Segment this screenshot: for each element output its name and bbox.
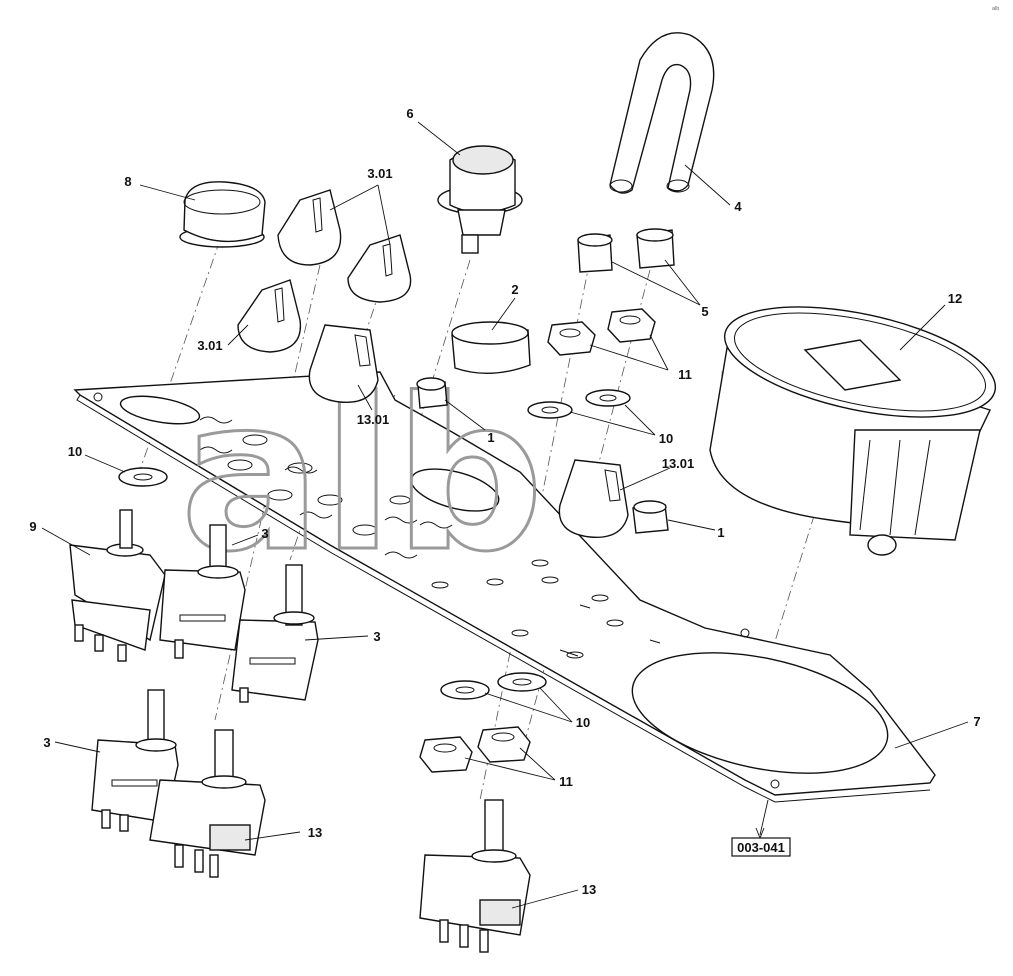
knob-part-8 <box>179 181 266 248</box>
nut-parts-11-top <box>547 308 656 356</box>
callout-3-b: 3 <box>373 629 380 644</box>
watermark: alb TM <box>179 352 770 600</box>
callout-10-left: 10 <box>68 444 82 459</box>
toggle-switch-part-9 <box>69 509 166 662</box>
knob-part-13-01-b <box>558 459 629 539</box>
socket-cutout <box>410 468 500 512</box>
callout-13-bottom: 13 <box>582 882 596 897</box>
callout-1-top: 1 <box>487 430 494 445</box>
callout-10-bottom: 10 <box>576 715 590 730</box>
rocker-switch-part-3-a <box>159 524 246 659</box>
callout-10-top: 10 <box>659 431 673 446</box>
washer-parts-10-bottom <box>440 672 547 700</box>
callout-5: 5 <box>701 304 708 319</box>
cap-part-2 <box>451 321 531 375</box>
callout-1-right: 1 <box>717 525 724 540</box>
washer-part-10-left <box>118 467 168 487</box>
leader-lines <box>41 121 969 909</box>
push-switch-part-13-a <box>149 729 266 878</box>
rotary-knob-part-3-01-c <box>237 279 302 353</box>
callout-labels: 8 3.01 6 4 2 5 12 3.01 13.01 11 1 10 10 … <box>29 106 980 897</box>
rotary-knob-part-3-01-b <box>347 234 412 303</box>
reference-box: 003-041 <box>731 799 791 857</box>
plug-part-1-a <box>416 377 448 409</box>
corner-mark: ᵃˡᵇ <box>992 5 999 14</box>
nut-parts-11-bottom <box>419 726 531 773</box>
gauge-cutout <box>631 652 889 774</box>
callout-13-01-top: 13.01 <box>357 412 390 427</box>
callout-4: 4 <box>734 199 742 214</box>
reference-label: 003-041 <box>737 840 785 855</box>
push-switch-part-13-b <box>419 799 531 953</box>
callout-11-top: 11 <box>678 367 692 382</box>
callout-12: 12 <box>948 291 962 306</box>
washer-parts-10-top <box>527 389 631 419</box>
u-bracket-part-4 <box>609 32 715 194</box>
callout-13-01-mid: 13.01 <box>662 456 695 471</box>
callout-13-left: 13 <box>308 825 322 840</box>
rocker-switch-part-3-b <box>231 564 319 703</box>
gauge-part-12 <box>709 306 997 556</box>
socket-part-6 <box>437 145 523 254</box>
instrument-panel-plate <box>73 371 936 803</box>
callout-7: 7 <box>973 714 980 729</box>
callout-3-01-top: 3.01 <box>367 166 392 181</box>
callout-2: 2 <box>511 282 518 297</box>
callout-3-c: 3 <box>43 735 50 750</box>
callout-9: 9 <box>29 519 36 534</box>
callout-6: 6 <box>406 106 413 121</box>
spacer-parts-5 <box>577 228 675 273</box>
callout-11-bottom: 11 <box>559 774 573 789</box>
callout-3-01-left: 3.01 <box>197 338 222 353</box>
callout-3-a: 3 <box>261 526 268 541</box>
plug-part-1-b <box>632 500 669 534</box>
knob-part-13-01-a <box>308 324 379 404</box>
rotary-knob-part-3-01-a <box>277 189 342 266</box>
callout-8: 8 <box>124 174 131 189</box>
